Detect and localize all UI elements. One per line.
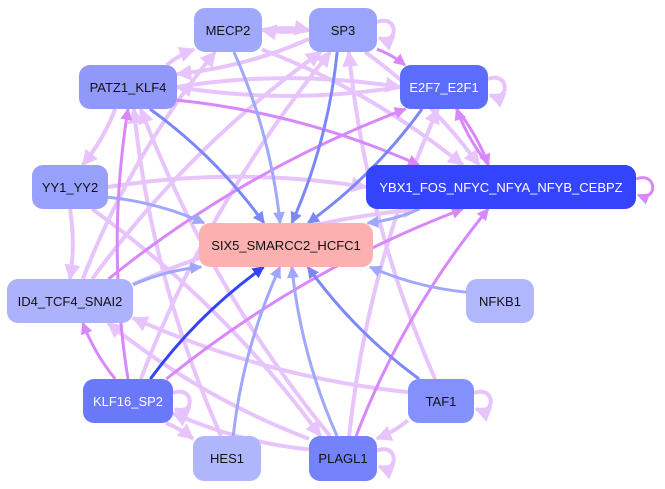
node-klf16-sp2[interactable]: KLF16_SP2 [83, 379, 173, 423]
node-id4-tcf4-snai2[interactable]: ID4_TCF4_SNAI2 [7, 279, 133, 323]
node-taf1[interactable]: TAF1 [408, 379, 474, 423]
edge-mecp2-to-six5 [232, 51, 285, 225]
edge-sp3-to-six5 [290, 51, 339, 225]
edge-taf1-to-sp3 [342, 50, 438, 380]
edge-klf16_sp2-to-patz1_klf4 [115, 107, 133, 380]
edge-sp3-to-sp3 [376, 18, 396, 51]
edge-hes1-to-patz1_klf4 [127, 107, 223, 437]
edge-yy1_yy2-to-id4 [64, 208, 81, 281]
edge-plagl1-to-patz1_klf4 [138, 107, 332, 438]
edge-id4-to-e2f7_e2f1 [107, 107, 407, 281]
edge-klf16_sp2-to-sp3 [138, 50, 332, 380]
node-sp3[interactable]: SP3 [309, 8, 377, 52]
edge-taf1-to-plagl1 [375, 418, 410, 441]
node-e2f7-e2f1[interactable]: E2F7_E2F1 [400, 65, 488, 109]
edge-yy1_yy2-to-plagl1 [90, 207, 322, 438]
edge-e2f7_e2f1-to-e2f7_e2f1 [487, 75, 507, 108]
node-six5-smarcc2-hcfc1[interactable]: SIX5_SMARCC2_HCFC1 [199, 223, 373, 267]
edge-patz1_klf4-to-e2f7_e2f1 [176, 76, 402, 93]
edge-klf16_sp2-to-six5 [149, 265, 265, 380]
edge-patz1_klf4-to-yy1_yy2 [81, 108, 118, 167]
edge-ybx1-to-ybx1 [635, 176, 655, 205]
edge-klf16_sp2-to-hes1 [165, 421, 195, 441]
edge-patz1_klf4-to-six5 [149, 107, 266, 224]
edge-nfkb1-to-six5 [368, 265, 467, 294]
node-hes1[interactable]: HES1 [193, 436, 261, 481]
edge-klf16_sp2-to-ybx1 [165, 207, 464, 381]
edge-plagl1-to-ybx1 [354, 208, 490, 437]
edge-klf16_sp2-to-id4 [81, 321, 117, 380]
node-yy1-yy2[interactable]: YY1_YY2 [32, 165, 108, 209]
edge-mecp2-to-ybx1 [261, 47, 465, 167]
edge-plagl1-to-id4 [106, 321, 310, 441]
edge-patz1_klf4-to-ybx1 [176, 98, 421, 167]
edge-taf1-to-taf1 [473, 389, 493, 422]
edge-sp3-to-mecp2 [260, 24, 310, 41]
edge-ybx1-to-e2f7_e2f1 [454, 107, 490, 166]
edge-yy1_yy2-to-ybx1 [107, 174, 368, 193]
edge-taf1-to-id4 [131, 316, 409, 395]
edge-sp3-to-e2f7_e2f1 [376, 47, 406, 67]
node-ybx1-fos-nfyc-nfya-nfyb-cebpz[interactable]: YBX1_FOS_NFYC_NFYA_NFYB_CEBPZ [366, 165, 636, 209]
edge-id4-to-mecp2 [80, 50, 217, 280]
node-patz1-klf4[interactable]: PATZ1_KLF4 [79, 65, 177, 109]
edge-plagl1-to-six5 [287, 265, 339, 437]
edge-plagl1-to-plagl1 [376, 447, 396, 480]
edge-taf1-to-six5 [306, 266, 421, 381]
edge-klf16_sp2-to-klf16_sp2 [172, 389, 192, 422]
node-nfkb1[interactable]: NFKB1 [466, 279, 534, 323]
node-plagl1[interactable]: PLAGL1 [309, 436, 377, 481]
edge-sp3-to-patz1_klf4 [175, 37, 310, 81]
edge-e2f7_e2f1-to-patz1_klf4 [175, 81, 401, 98]
edge-id4-to-six5 [132, 262, 203, 287]
edge-ybx1-to-six5 [366, 207, 421, 228]
edge-yy1_yy2-to-six5 [107, 195, 206, 225]
edge-hes1-to-six5 [231, 265, 282, 437]
edge-patz1_klf4-to-mecp2 [165, 46, 196, 67]
node-mecp2[interactable]: MECP2 [194, 8, 262, 52]
